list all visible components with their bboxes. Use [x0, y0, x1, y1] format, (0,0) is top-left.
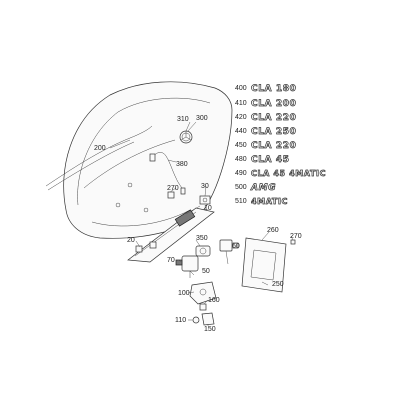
trunk-lid — [45, 81, 233, 239]
callout-310: 310 — [177, 116, 189, 123]
bolt-110 — [192, 316, 200, 324]
variant-number: 510 — [235, 198, 247, 205]
callout-270-right: 270 — [290, 233, 302, 240]
callout-350: 350 — [196, 235, 208, 242]
star-emblem — [179, 130, 193, 144]
lock-module — [175, 255, 199, 278]
latch-100 — [189, 281, 217, 311]
cable-harness — [149, 152, 186, 195]
badge-variants: 400 CLA 180 410 CLA 200 420 CLA 220 440 … — [235, 84, 326, 207]
handle-bar — [127, 195, 215, 263]
callout-30: 30 — [201, 183, 209, 190]
callout-20: 20 — [127, 237, 135, 244]
badge-4matic: 4MATIC — [251, 197, 288, 206]
callout-60: 60 — [232, 243, 240, 250]
callout-50: 50 — [202, 268, 210, 275]
variant-number: 480 — [235, 156, 247, 163]
callout-160: 160 — [208, 297, 220, 304]
callout-150: 150 — [204, 326, 216, 333]
badge-amg: AMG — [250, 183, 276, 193]
badge-cla-220: CLA 220 — [251, 113, 296, 123]
badge-cla-200: CLA 200 — [251, 99, 296, 109]
variant-number: 420 — [235, 114, 247, 121]
callout-10: 10 — [204, 205, 212, 212]
cover-150 — [201, 312, 215, 326]
callout-380: 380 — [176, 161, 188, 168]
variant-number: 400 — [235, 85, 247, 92]
badge-cla-250: CLA 250 — [251, 127, 296, 137]
callout-100: 100 — [178, 290, 190, 297]
badge-cla-180: CLA 180 — [251, 84, 296, 94]
variant-number: 410 — [235, 100, 247, 107]
clip-left — [167, 191, 175, 199]
callout-300: 300 — [196, 115, 208, 122]
callout-200: 200 — [94, 145, 106, 152]
callout-250: 250 — [272, 281, 284, 288]
callout-70: 70 — [167, 257, 175, 264]
variant-number: 490 — [235, 170, 247, 177]
variant-number: 440 — [235, 128, 247, 135]
badge-cla-45-4matic: CLA 45 4MATIC — [251, 169, 326, 178]
callout-110: 110 — [175, 317, 186, 324]
badge-cla-220-b: CLA 220 — [251, 141, 296, 151]
callout-270-left: 270 — [167, 185, 179, 192]
callout-labels: 310 300 200 380 270 30 10 20 350 70 50 6… — [94, 115, 302, 333]
license-plate-bracket — [241, 237, 296, 293]
variant-number: 500 — [235, 184, 247, 191]
variant-number: 450 — [235, 142, 247, 149]
rear-camera — [195, 245, 211, 257]
badge-cla-45: CLA 45 — [251, 155, 290, 165]
callout-260: 260 — [267, 227, 279, 234]
leader-lines — [109, 121, 294, 326]
